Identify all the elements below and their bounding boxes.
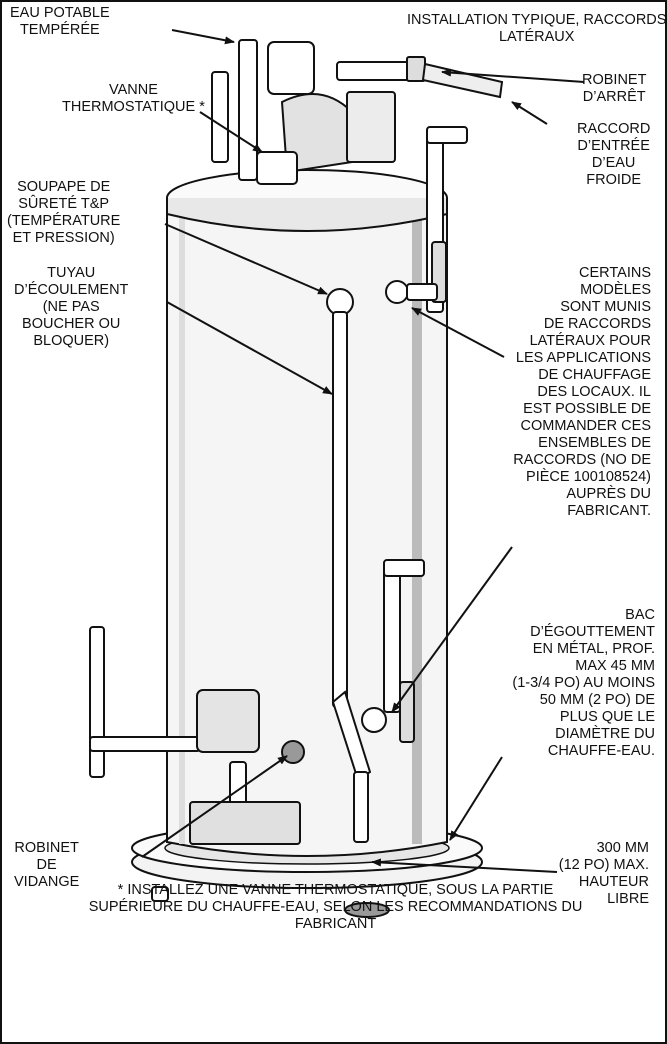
side-connection bbox=[361, 280, 438, 743]
label-installation: INSTALLATION TYPIQUE, RACCORDS LATÉRAUX bbox=[407, 12, 667, 45]
label-vanne-thermostatique: VANNE THERMOSTATIQUE * bbox=[62, 82, 205, 115]
left-inlet-gas-control bbox=[89, 626, 305, 845]
leader-arrows bbox=[141, 29, 585, 873]
label-soupape-surete: SOUPAPE DE SÛRETÉ T&P (TEMPÉRATURE ET PR… bbox=[7, 179, 121, 246]
label-robinet-arret: ROBINET D’ARRÊT bbox=[582, 72, 647, 105]
tank-body bbox=[166, 169, 448, 857]
arrow-side-lower bbox=[391, 546, 513, 713]
arrow-vidange bbox=[141, 755, 288, 858]
label-hauteur-libre: 300 mm (12 po) MAX. HAUTEUR LIBRE bbox=[558, 840, 649, 907]
label-raccord-entree: RACCORD D’ENTRÉE D’EAU FROIDE bbox=[577, 121, 651, 188]
label-eau-potable: EAU POTABLE TEMPÉRÉE bbox=[10, 5, 110, 38]
arrow-certains bbox=[411, 307, 505, 358]
footnote: * INSTALLEZ UNE VANNE THERMOSTATIQUE, SO… bbox=[88, 882, 583, 932]
arrow-tuyau bbox=[166, 301, 333, 395]
label-tuyau-ecoulement: TUYAU D’ÉCOULEMENT (NE PAS BOUCHER OU BL… bbox=[14, 265, 129, 349]
label-bac-egouttement: BAC D’ÉGOUTTEMENT EN MÉTAL, PROF. MAX 45… bbox=[512, 607, 655, 759]
arrow-hauteur bbox=[371, 858, 558, 873]
arrow-soupape bbox=[164, 223, 328, 295]
arrow-robinet-arret bbox=[441, 68, 585, 83]
arrow-raccord bbox=[511, 101, 548, 125]
label-robinet-vidange: ROBINET DE VIDANGE bbox=[14, 840, 80, 890]
drain-valve-spout bbox=[151, 886, 390, 918]
arrow-eau-potable bbox=[171, 29, 235, 45]
arrow-bac bbox=[449, 756, 503, 841]
tp-valve-drain-pipe bbox=[326, 288, 372, 843]
arrow-vanne bbox=[199, 111, 263, 153]
top-fittings bbox=[211, 39, 504, 313]
label-certains-modeles: CERTAINS MODÈLES SONT MUNIS DE RACCORDS … bbox=[513, 265, 651, 519]
